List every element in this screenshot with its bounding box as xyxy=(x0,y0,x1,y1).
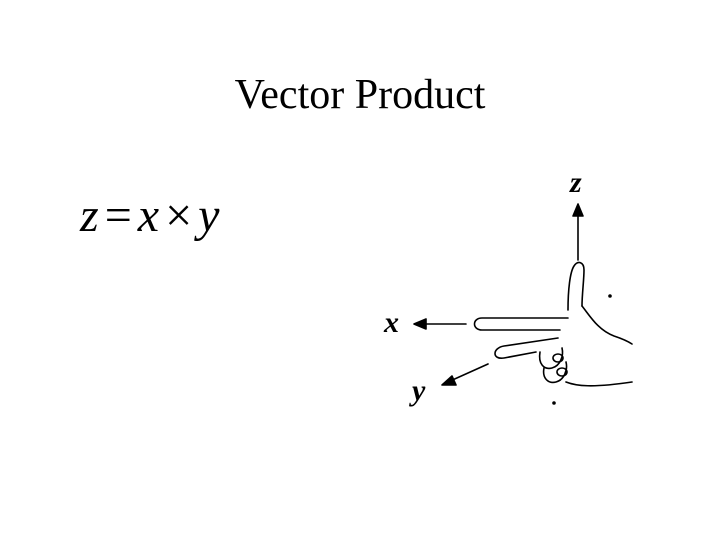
slide-title: Vector Product xyxy=(234,72,486,118)
x-arrowhead xyxy=(413,318,427,330)
curled-fingers xyxy=(538,347,564,370)
equation-y: y xyxy=(198,189,220,242)
wrist xyxy=(565,381,633,387)
y-axis-label: y xyxy=(412,374,426,407)
palm xyxy=(581,305,633,345)
equation-x: x xyxy=(137,189,160,242)
y-axis-arrow xyxy=(447,363,489,383)
times-sign: × xyxy=(165,189,193,242)
x-axis-label: x xyxy=(384,306,399,339)
index-finger xyxy=(473,317,569,331)
equals-sign: = xyxy=(104,189,132,242)
cross-product-equation: z=x×y xyxy=(80,188,219,244)
z-axis-label: z xyxy=(570,166,582,199)
right-hand-drawing xyxy=(413,203,633,405)
y-arrowhead xyxy=(441,375,457,386)
right-hand-rule-diagram: z x y xyxy=(370,160,650,420)
thumb xyxy=(567,261,585,311)
middle-finger xyxy=(494,337,559,359)
equation-lhs: z xyxy=(80,189,99,242)
z-arrowhead xyxy=(572,203,584,217)
